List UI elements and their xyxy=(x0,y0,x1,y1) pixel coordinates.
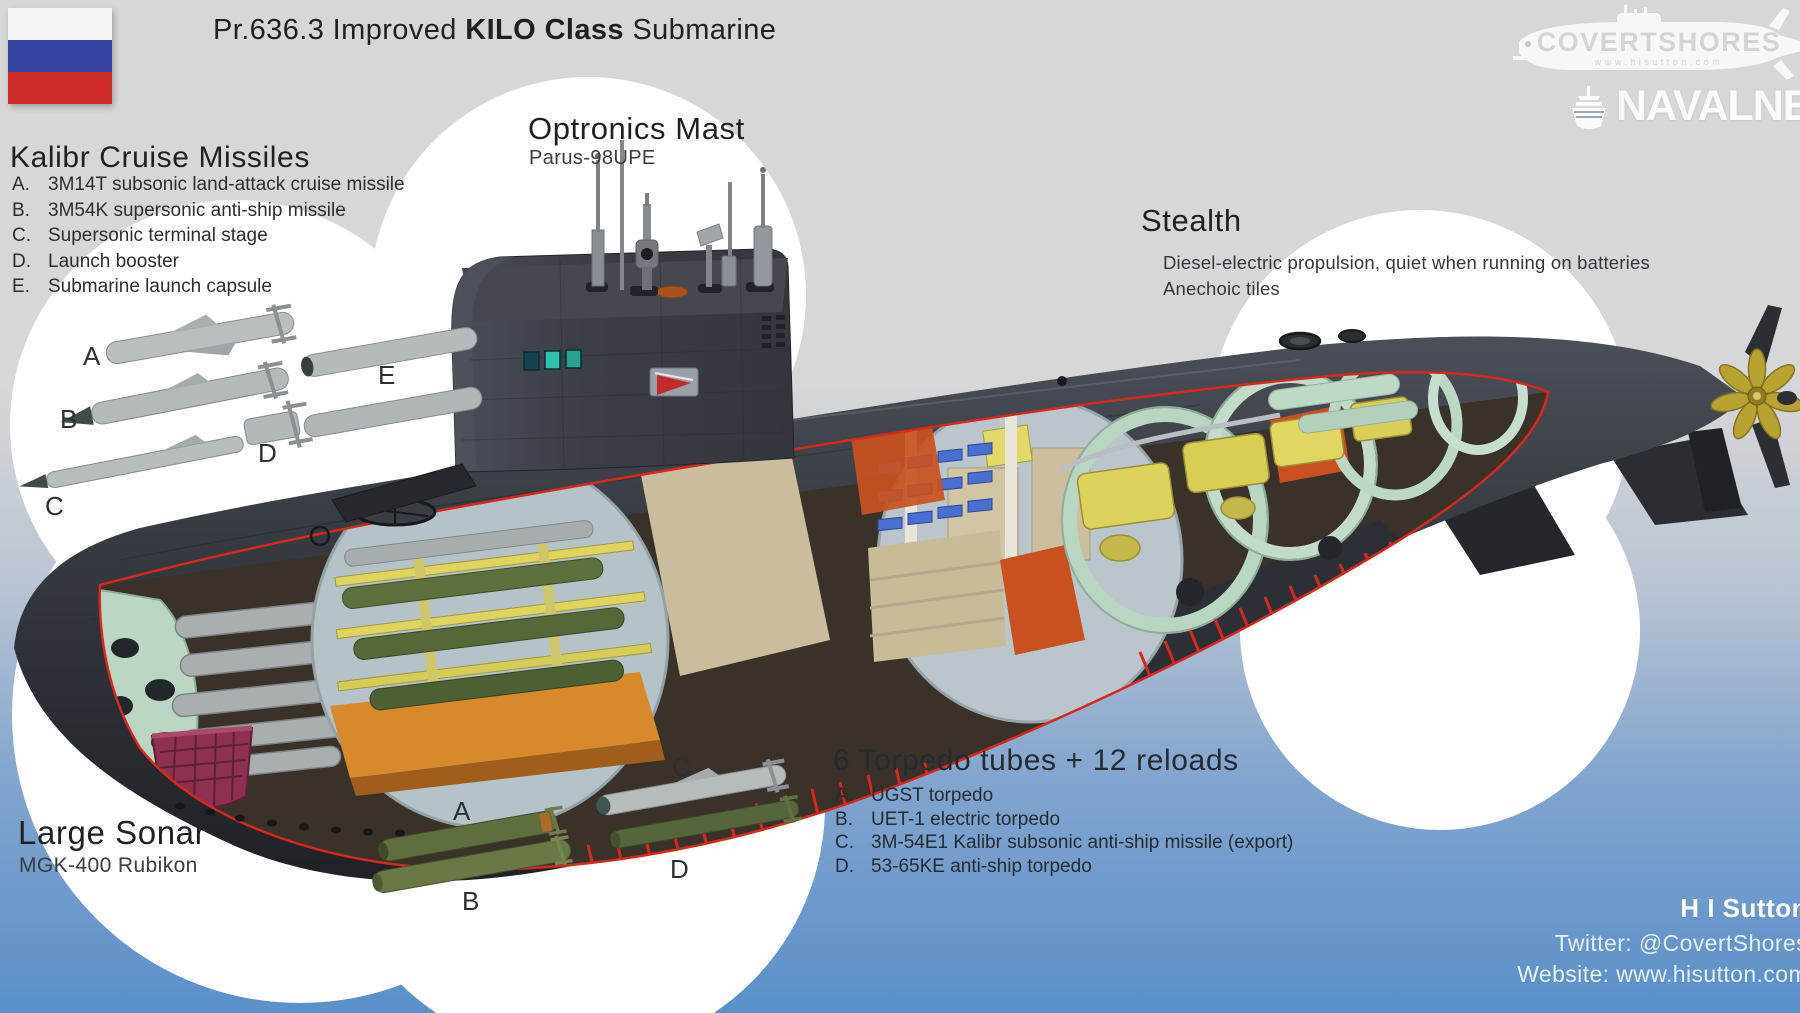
list-item: C.3M-54E1 Kalibr subsonic anti-ship miss… xyxy=(835,832,1294,854)
kalibr-list: A.3M14T subsonic land-attack cruise miss… xyxy=(12,172,405,300)
navalnews-text: NAVALNEWS xyxy=(1616,82,1800,130)
stealth-body: Diesel-electric propulsion, quiet when r… xyxy=(1163,250,1650,301)
list-item: D.53-65KE anti-ship torpedo xyxy=(835,855,1092,877)
missile-figures xyxy=(19,303,483,489)
sail-emblem xyxy=(649,367,699,397)
missile-label-e: E xyxy=(378,360,396,390)
credit-author: H I Sutton xyxy=(1680,893,1800,923)
optronics-subtitle: Parus-98UPE xyxy=(529,147,656,169)
flag-white-band xyxy=(8,8,112,40)
stealth-line-2: Anechoic tiles xyxy=(1163,277,1280,299)
list-item: E.Submarine launch capsule xyxy=(12,276,272,297)
list-item: D.Launch booster xyxy=(12,250,179,272)
credits-block: H I Sutton Twitter: @CovertShores Websit… xyxy=(1517,893,1800,992)
propeller xyxy=(1710,305,1800,488)
covertshores-text: COVERTSHORES xyxy=(1537,27,1782,57)
bow-plane-fin xyxy=(331,463,477,523)
stealth-line-1: Diesel-electric propulsion, quiet when r… xyxy=(1163,252,1650,273)
list-item: B.UET-1 electric torpedo xyxy=(835,808,1061,830)
covertshores-url-text: www.hisutton.com xyxy=(1594,57,1724,67)
missile-label-a: A xyxy=(83,341,101,371)
flag-red-band xyxy=(8,72,112,104)
cutaway-outline xyxy=(98,370,1550,871)
list-item: A.3M14T subsonic land-attack cruise miss… xyxy=(12,174,405,195)
torpedo-list: A.UGST torpedo B.UET-1 electric torpedo … xyxy=(835,784,1293,878)
flag-blue-band xyxy=(8,40,112,72)
torpedo-label-b: B xyxy=(462,886,480,916)
page-title: Pr.636.3 Improved KILO Class Submarine xyxy=(213,14,776,47)
sail-windows xyxy=(523,349,582,371)
title-emphasis: KILO Class xyxy=(465,14,624,46)
navalnews-ship-icon xyxy=(1572,85,1606,129)
stern-fins xyxy=(1435,428,1748,575)
masts xyxy=(591,140,773,290)
list-item: C.Supersonic terminal stage xyxy=(12,225,268,246)
covertshores-logo: COVERTSHORES www.hisutton.com xyxy=(1511,4,1800,84)
missile-label-d: D xyxy=(258,438,278,468)
title-suffix: Submarine xyxy=(623,14,777,46)
missile-label-c: C xyxy=(45,491,65,521)
title-prefix: Pr.636.3 Improved xyxy=(213,14,466,46)
torpedo-label-c: C xyxy=(672,752,692,782)
torpedo-label-a: A xyxy=(453,796,471,826)
credit-website: Website: www.hisutton.com xyxy=(1517,961,1800,987)
sonar-subtitle: MGK-400 Rubikon xyxy=(19,854,198,877)
optronics-title: Optronics Mast xyxy=(528,111,745,146)
torpedo-figures xyxy=(372,758,802,893)
sonar-title: Large Sonar xyxy=(18,814,207,851)
torpedo-title: 6 Torpedo tubes + 12 reloads xyxy=(833,744,1239,777)
deck-details xyxy=(175,329,1366,837)
torpedo-label-d: D xyxy=(670,854,690,884)
kalibr-title: Kalibr Cruise Missiles xyxy=(10,141,310,174)
missile-label-b: B xyxy=(60,404,78,434)
list-item: A.UGST torpedo xyxy=(835,785,994,806)
sail-vents xyxy=(762,315,785,348)
russia-flag xyxy=(8,8,112,104)
credit-twitter: Twitter: @CovertShores xyxy=(1554,930,1800,956)
stealth-title: Stealth xyxy=(1141,203,1242,238)
list-item: B.3M54K supersonic anti-ship missile xyxy=(12,199,346,221)
navalnews-logo: NAVALNEWS xyxy=(1568,82,1800,131)
